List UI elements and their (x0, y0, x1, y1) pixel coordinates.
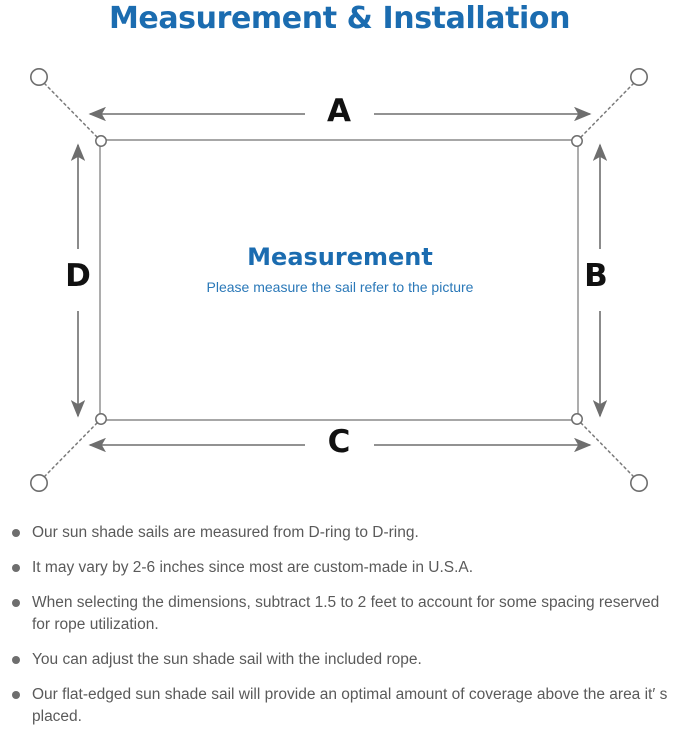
anchor-ring-bottom-left (29, 473, 48, 492)
anchor-ring-top-right (629, 67, 648, 86)
bullet-icon (12, 656, 20, 664)
bullet-icon (12, 529, 20, 537)
list-item-text: When selecting the dimensions, subtract … (32, 594, 660, 633)
dimension-label-c: C (327, 424, 351, 460)
page-title: Measurement & Installation (108, 1, 571, 36)
notes-list: Our sun shade sails are measured from D-… (0, 522, 679, 741)
sail-rectangle (99, 139, 579, 421)
list-item-text: Our sun shade sails are measured from D-… (32, 524, 419, 541)
bullet-icon (12, 599, 20, 607)
list-item: Our flat-edged sun shade sail will provi… (0, 684, 679, 728)
list-item: It may vary by 2-6 inches since most are… (0, 557, 679, 579)
d-ring-bottom-right (571, 413, 583, 425)
bullet-icon (12, 564, 20, 572)
list-item-text: Our flat-edged sun shade sail will provi… (32, 686, 668, 725)
dimension-label-d: D (65, 258, 91, 294)
list-item-text: You can adjust the sun shade sail with t… (32, 651, 422, 668)
rope-top-right (580, 83, 634, 138)
rope-bottom-left (44, 422, 98, 477)
sail-diagram: A B C D Measurement Please measure the s… (0, 46, 679, 516)
sail-center-title: Measurement (247, 243, 433, 271)
anchor-ring-top-left (29, 67, 48, 86)
dimension-label-b: B (584, 258, 608, 294)
d-ring-top-right (571, 135, 583, 147)
bullet-icon (12, 691, 20, 699)
sail-center-subtitle: Please measure the sail refer to the pic… (206, 279, 474, 295)
list-item: You can adjust the sun shade sail with t… (0, 649, 679, 671)
anchor-ring-bottom-right (629, 473, 648, 492)
list-item: Our sun shade sails are measured from D-… (0, 522, 679, 544)
d-ring-top-left (95, 135, 107, 147)
rope-top-left (44, 83, 98, 138)
d-ring-bottom-left (95, 413, 107, 425)
list-item: When selecting the dimensions, subtract … (0, 592, 679, 636)
rope-bottom-right (580, 422, 634, 477)
dimension-label-a: A (327, 93, 351, 129)
list-item-text: It may vary by 2-6 inches since most are… (32, 559, 474, 576)
